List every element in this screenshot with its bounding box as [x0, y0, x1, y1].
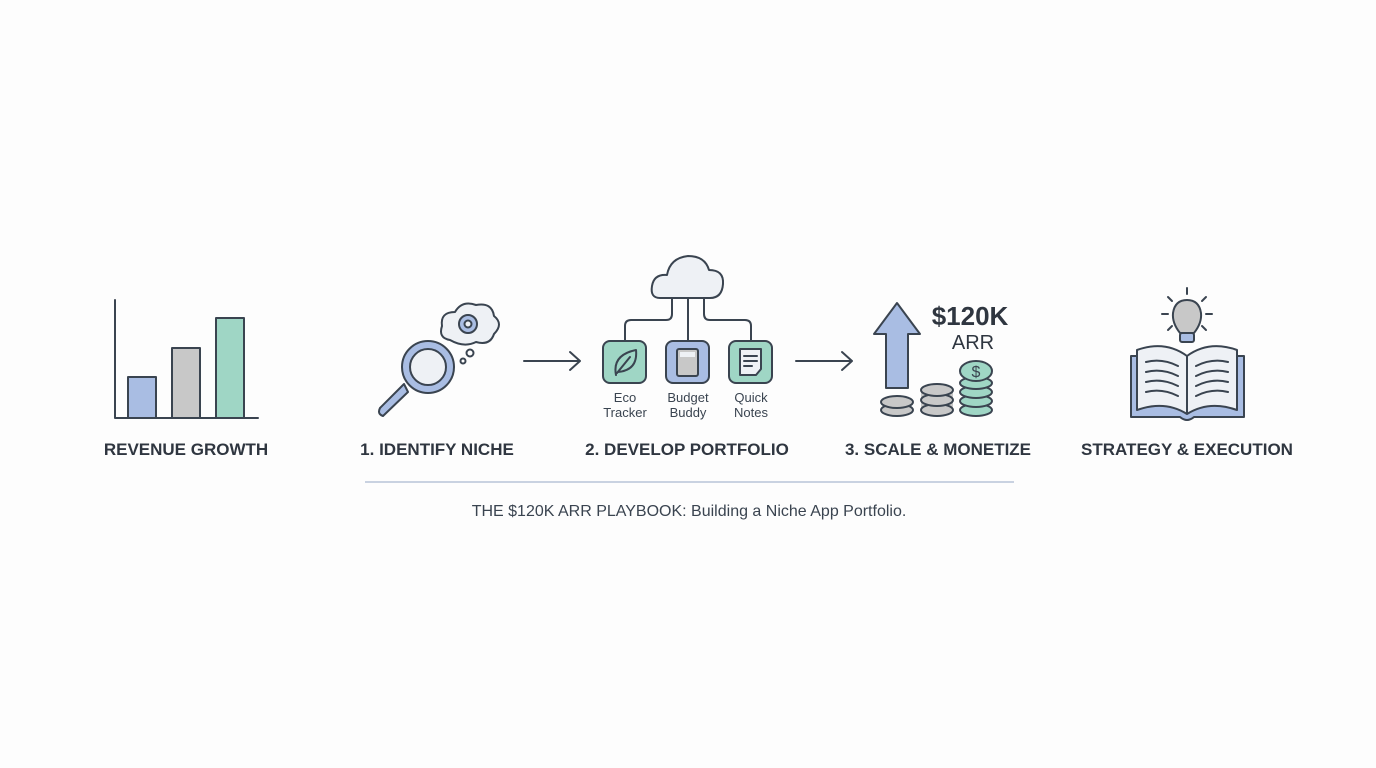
leaf-icon	[614, 349, 638, 376]
label-develop-portfolio: 2. DEVELOP PORTFOLIO	[585, 440, 789, 459]
app-name: Budget	[667, 390, 709, 405]
app-budget-buddy	[665, 340, 710, 384]
bar-medium	[171, 347, 201, 419]
app-name: Quick	[734, 390, 768, 405]
bar-chart-icon	[114, 299, 259, 419]
bar-small	[127, 376, 157, 419]
arr-unit: ARR	[952, 332, 994, 354]
app-eco-tracker	[602, 340, 647, 384]
open-book-icon	[1130, 345, 1245, 421]
bar-large	[215, 317, 245, 419]
label-revenue-growth: REVENUE GROWTH	[104, 440, 268, 459]
app-name: Notes	[734, 405, 768, 420]
app-name: Eco	[614, 390, 636, 405]
app-quick-notes	[728, 340, 773, 384]
app-name: Tracker	[603, 405, 647, 420]
coins-icon: $	[880, 360, 993, 417]
connector-lines	[624, 297, 752, 343]
magnifier-icon	[378, 340, 455, 417]
label-identify-niche: 1. IDENTIFY NICHE	[360, 440, 514, 459]
up-arrow-icon	[873, 302, 921, 389]
arr-amount: $120K	[932, 301, 1009, 331]
dollar-icon: $	[972, 364, 981, 381]
lightbulb-icon	[1161, 287, 1213, 343]
label-scale-monetize: 3. SCALE & MONETIZE	[845, 440, 1031, 459]
caption: THE $120K ARR PLAYBOOK: Building a Niche…	[472, 503, 907, 520]
app-name: Buddy	[670, 405, 707, 420]
arrow-icon	[523, 351, 581, 371]
note-icon	[739, 348, 762, 376]
thought-cloud-gear-icon	[440, 302, 500, 365]
cloud-icon	[650, 255, 725, 299]
label-strategy-execution: STRATEGY & EXECUTION	[1081, 440, 1293, 459]
arrow-icon	[795, 351, 853, 371]
